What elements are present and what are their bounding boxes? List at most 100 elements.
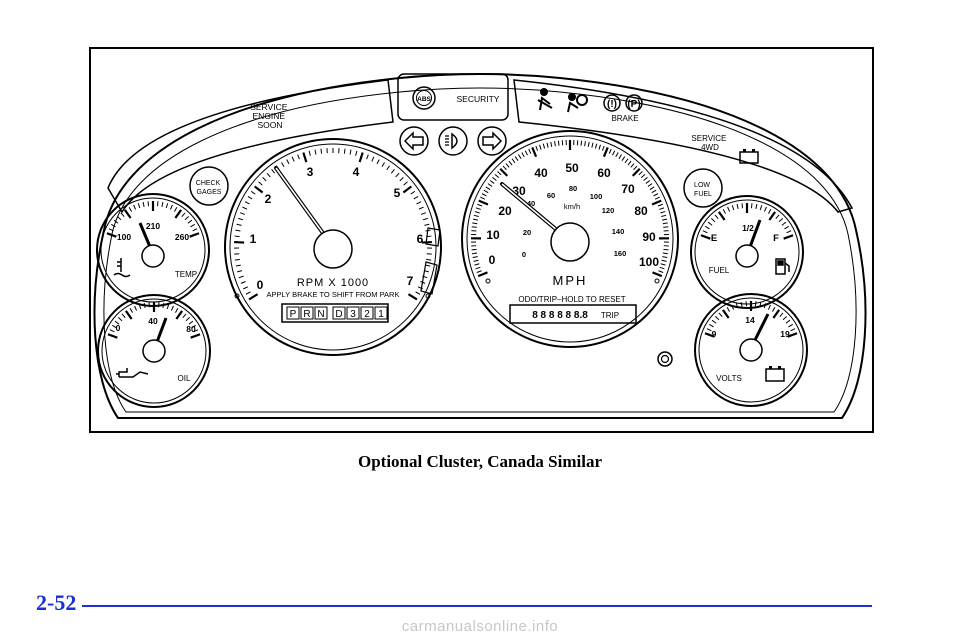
tach-number-5: 5 [394, 186, 401, 200]
high-beam-icon [438, 126, 468, 156]
prndl-box [360, 306, 374, 320]
tach-redline-marks [420, 227, 441, 295]
turn-signal-right-icon [477, 126, 507, 156]
mph-number-100: 100 [639, 255, 659, 269]
service-4wd-text: SERVICE 4WD [691, 134, 728, 152]
tachometer-dial [224, 138, 442, 356]
temp-number-210: 210 [146, 221, 160, 231]
abs-icon [412, 86, 436, 110]
brake-label: BRAKE [611, 114, 638, 123]
volts-label: VOLTS [716, 374, 742, 383]
prndl-letter: P [290, 309, 297, 320]
tach-number-4: 4 [353, 165, 360, 179]
tach-hub [313, 229, 353, 269]
trip-reset-knob-icon [657, 351, 673, 367]
kmh-number-80: 80 [569, 184, 577, 193]
temp-number-260: 260 [175, 232, 189, 242]
kmh-number-40: 40 [527, 199, 535, 208]
turn-signal-left-icon [399, 126, 429, 156]
mph-number-60: 60 [597, 166, 611, 180]
fuel-letter-f: F [773, 233, 779, 244]
kmh-number-120: 120 [602, 206, 615, 215]
mph-number-70: 70 [621, 182, 635, 196]
temp-gauge [96, 193, 210, 307]
mph-number-10: 10 [486, 228, 500, 242]
airbag-icon [567, 93, 588, 113]
fuel-letter-e: E [711, 233, 717, 244]
prndl-box [346, 306, 360, 320]
oil-can-icon [116, 368, 149, 378]
fuel-gauge [690, 195, 804, 309]
prndl-box [314, 306, 328, 320]
check-gages-text: CHECK GAGES [196, 180, 222, 196]
prndl-letter: 3 [350, 309, 356, 320]
svg-text:(!): (!) [607, 99, 617, 110]
prndl-letter: 2 [364, 309, 370, 320]
volts-number-19: 19 [780, 329, 790, 339]
abs-label: ABS [417, 96, 431, 103]
mph-number-50: 50 [565, 161, 579, 175]
watermark-text: carmanualsonline.info [401, 618, 559, 635]
page-rule [82, 605, 872, 607]
tachometer-ticks [234, 148, 432, 301]
tach-number-2: 2 [265, 192, 272, 206]
odo-trip-label: ODO/TRIP–HOLD TO RESET [518, 295, 625, 304]
prndl-letter: 1 [378, 309, 384, 320]
odometer-display [509, 304, 637, 324]
prndl-box [286, 306, 300, 320]
oil-label: OIL [178, 374, 191, 383]
temp-number-100: 100 [117, 232, 131, 242]
page-number: 2-52 [36, 590, 77, 615]
speed-hub [550, 222, 590, 262]
oil-number-40: 40 [148, 316, 158, 326]
fuel-label: FUEL [709, 266, 730, 275]
brake-warning-icon: (!) (P) [603, 94, 643, 112]
kmh-number-140: 140 [612, 227, 625, 236]
speedometer-ticks [470, 140, 670, 278]
mph-number-80: 80 [634, 204, 648, 218]
tach-number-0: 0 [257, 278, 264, 292]
apply-brake-label: APPLY BRAKE TO SHIFT FROM PARK [267, 290, 400, 299]
left-warning-pod [107, 79, 394, 214]
service-engine-soon-text: SERVICE ENGINE SOON [250, 102, 290, 130]
rpm-label: RPM X 1000 [297, 277, 369, 289]
coolant-temp-icon [113, 258, 131, 278]
prndl-box [374, 306, 388, 320]
prndl-box [332, 306, 346, 320]
tach-number-1: 1 [250, 232, 257, 246]
volts-number-9: 9 [712, 329, 717, 339]
temp-label: TEMP [175, 270, 197, 279]
figure-caption: Optional Cluster, Canada Similar [357, 452, 603, 471]
volts-number-14: 14 [745, 315, 755, 325]
trip-label: TRIP [601, 311, 619, 320]
seatbelt-icon [537, 88, 553, 111]
mph-number-40: 40 [534, 166, 548, 180]
tach-number-7: 7 [407, 274, 414, 288]
fuel-pump-icon [775, 258, 790, 275]
low-fuel-text: LOW FUEL [694, 182, 712, 198]
kmh-number-0: 0 [522, 250, 526, 259]
prndl-letter: N [317, 309, 324, 320]
figure-frame [89, 47, 874, 433]
mph-number-20: 20 [498, 204, 512, 218]
fuel-half: 1/2 [742, 223, 754, 233]
prndl-box [300, 306, 314, 320]
speedometer-dial [461, 130, 679, 348]
odometer-digits: 8 8 8 8 8 8.8 [532, 310, 588, 321]
kmh-number-160: 160 [614, 249, 627, 258]
low-fuel-light [683, 168, 723, 208]
svg-text:(P): (P) [627, 99, 640, 110]
prndl-letter: R [303, 309, 310, 320]
kmh-number-60: 60 [547, 191, 555, 200]
prndl-display [281, 303, 389, 323]
mph-label: MPH [553, 273, 588, 288]
kmh-number-100: 100 [590, 192, 603, 201]
center-warning-pod [397, 73, 509, 121]
volts-gauge [694, 293, 808, 407]
oil-number-0: 0 [116, 323, 121, 333]
oil-number-80: 80 [186, 324, 196, 334]
oil-gauge [97, 294, 211, 408]
security-label: SECURITY [457, 94, 500, 104]
